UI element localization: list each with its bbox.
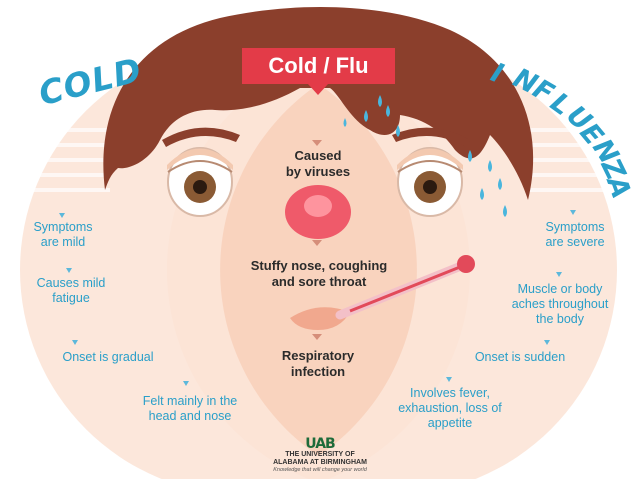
- uab-logo: UAB THE UNIVERSITY OF ALABAMA AT BIRMING…: [265, 437, 375, 474]
- shared-item-symptoms: Stuffy nose, coughing and sore throat: [238, 258, 400, 289]
- banner-title: Cold / Flu: [242, 48, 395, 84]
- shared-item-viruses: Caused by viruses: [258, 148, 378, 179]
- shared-item-respiratory: Respiratory infection: [258, 348, 378, 379]
- left-eye: [167, 148, 233, 216]
- uab-logo-name-line2: ALABAMA AT BIRMINGHAM: [265, 459, 375, 467]
- flu-item-fever: Involves fever, exhaustion, loss of appe…: [386, 386, 514, 431]
- cold-item-location: Felt mainly in the head and nose: [126, 394, 254, 424]
- banner-pointer: [308, 84, 328, 95]
- flu-item-symptoms: Symptoms are severe: [534, 220, 616, 250]
- uab-logo-mark: UAB: [265, 437, 375, 451]
- cold-item-onset: Onset is gradual: [48, 350, 168, 365]
- flu-item-aches: Muscle or body aches throughout the body: [505, 282, 615, 327]
- uab-logo-name-line1: THE UNIVERSITY OF: [265, 451, 375, 459]
- cold-item-symptoms: Symptoms are mild: [22, 220, 104, 250]
- uab-logo-tagline: Knowledge that will change your world: [265, 467, 375, 474]
- flu-item-onset: Onset is sudden: [464, 350, 576, 365]
- cold-item-fatigue: Causes mild fatigue: [22, 276, 120, 306]
- right-eye: [397, 148, 463, 216]
